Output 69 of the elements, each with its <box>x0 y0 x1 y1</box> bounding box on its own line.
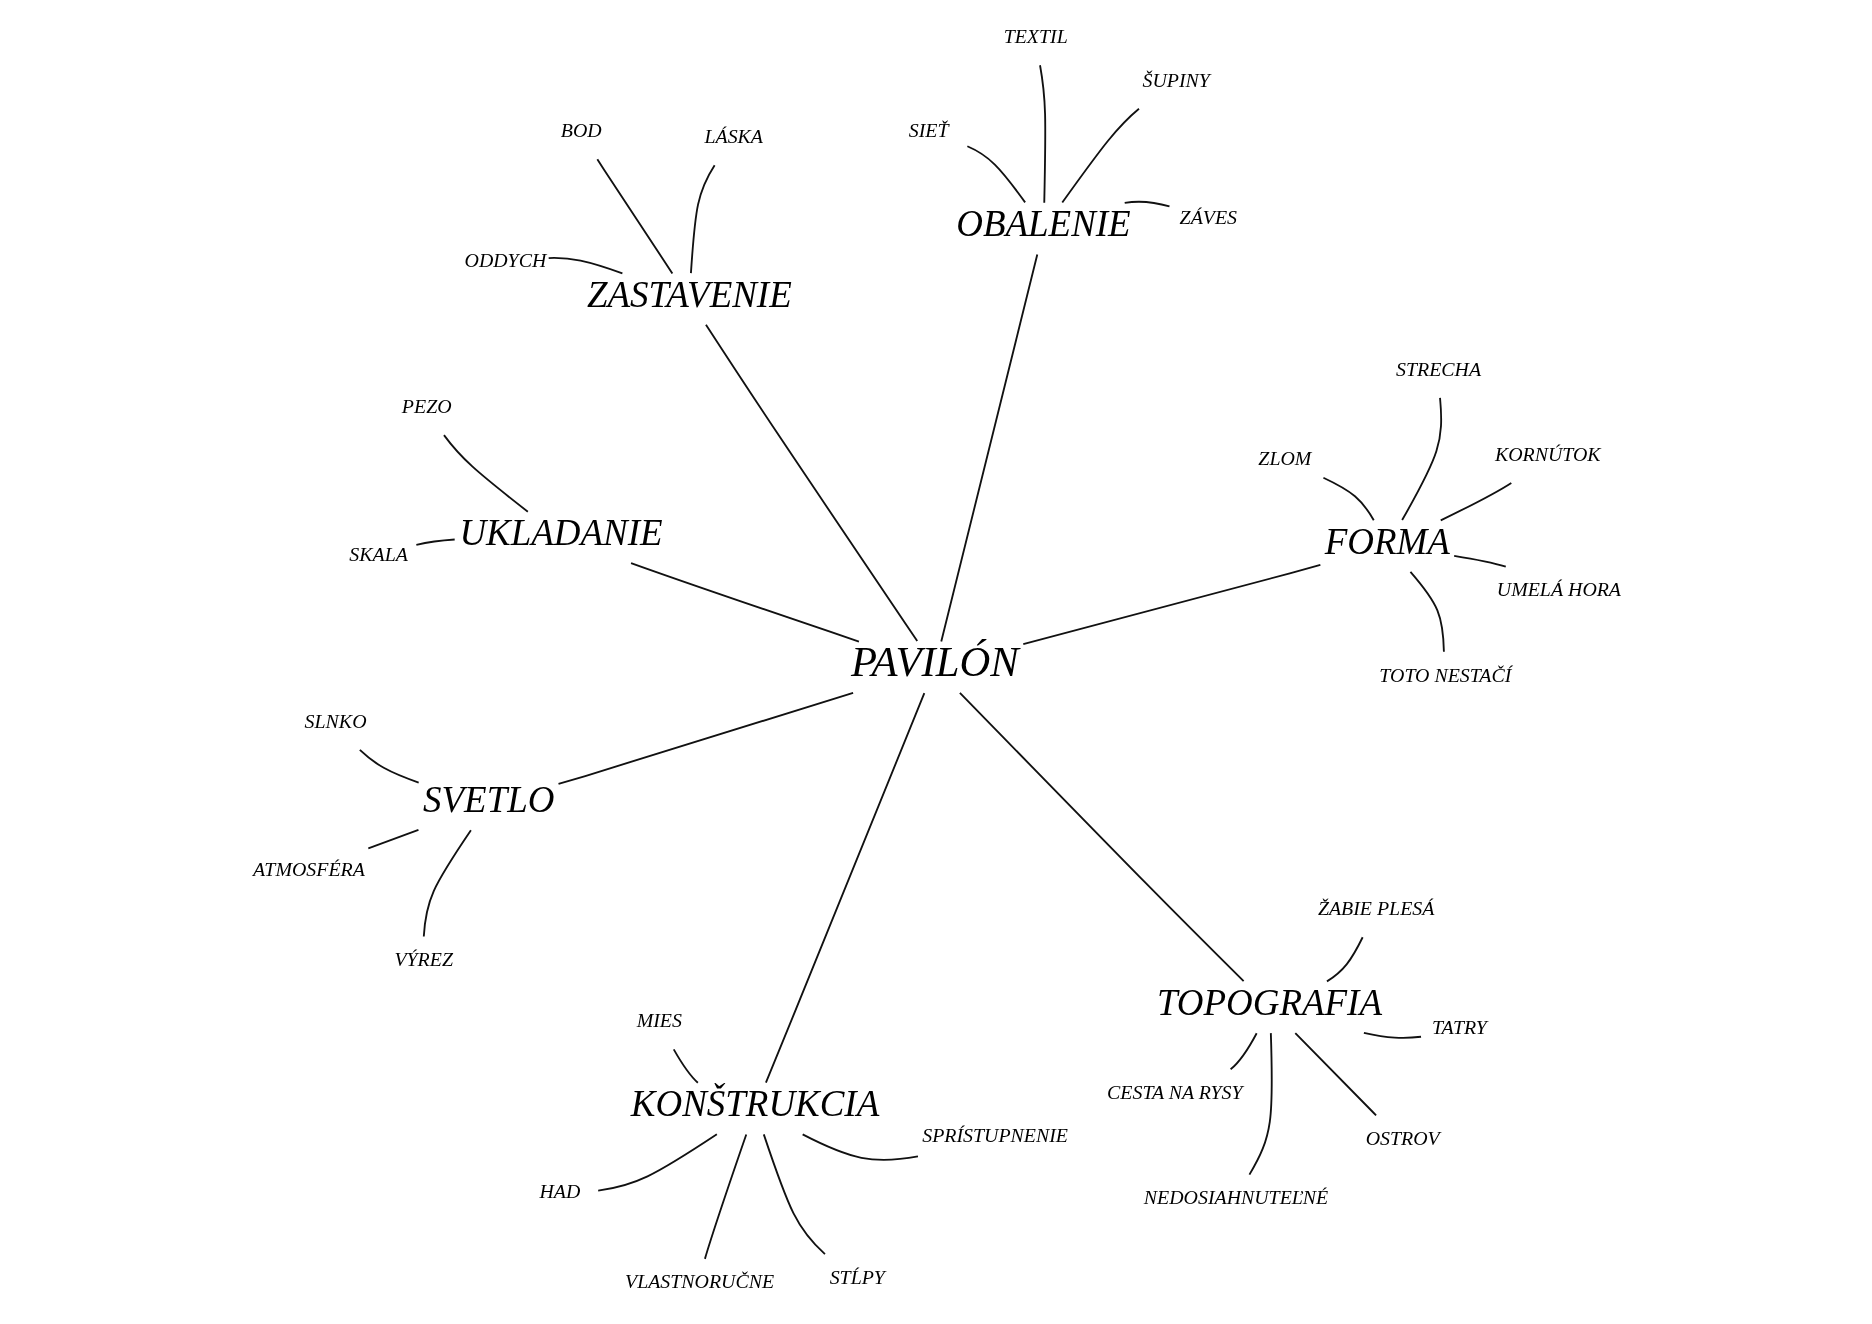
node-text: SLNKO <box>304 709 367 732</box>
node-text: KORNÚTOK <box>1494 443 1601 466</box>
connector <box>940 253 1039 643</box>
node-text: ZÁVES <box>1179 205 1238 228</box>
node-text: SIEŤ <box>908 119 949 142</box>
node-text: TOPOGRAFIA <box>1156 981 1382 1023</box>
node-text: PEZO <box>401 394 452 417</box>
connector <box>801 1133 919 1161</box>
connector <box>1362 1031 1422 1039</box>
node-text: ZLOM <box>1258 446 1312 469</box>
connector <box>630 562 860 643</box>
node-text: SVETLO <box>423 779 555 821</box>
connector <box>1409 570 1445 653</box>
connector <box>1439 481 1513 522</box>
connector <box>705 323 919 642</box>
connector <box>704 1133 748 1260</box>
connector <box>1401 396 1443 521</box>
node-text: HAD <box>539 1179 581 1202</box>
node-text: ŽABIE PLESÁ <box>1317 897 1435 920</box>
connector <box>1123 200 1171 208</box>
node-text: TEXTIL <box>1003 25 1068 48</box>
node-text: STRECHA <box>1396 357 1482 380</box>
node-text: OSTROV <box>1365 1127 1440 1150</box>
connector <box>443 434 529 513</box>
node-text: KONŠTRUKCIA <box>630 1083 880 1125</box>
node-text: STĹPY <box>829 1265 885 1288</box>
connector <box>1294 1032 1377 1117</box>
node-text: TATRY <box>1432 1015 1487 1038</box>
node-text: ŠUPINY <box>1142 68 1210 91</box>
node-text: OBALENIE <box>956 203 1131 245</box>
node-text: LÁSKA <box>704 125 763 148</box>
connector <box>557 691 855 785</box>
node-text: BOD <box>560 119 602 142</box>
connector <box>422 829 472 938</box>
connector <box>1248 1032 1273 1176</box>
node-text: NEDOSIAHNUTEĽNÉ <box>1143 1186 1329 1209</box>
connector <box>1453 554 1507 568</box>
connector <box>367 829 420 850</box>
node-text: TOTO NESTAČÍ <box>1379 663 1512 686</box>
node-text: CESTA NA RYSY <box>1107 1080 1243 1103</box>
connector <box>690 164 716 275</box>
connector <box>966 145 1027 204</box>
connector <box>597 1133 718 1192</box>
connector <box>415 538 456 546</box>
node-text: UMELÁ HORA <box>1496 578 1622 601</box>
connector <box>358 749 420 784</box>
connector <box>958 691 1245 983</box>
node-text: ODDYCH <box>464 249 547 272</box>
connector <box>547 257 624 275</box>
connector <box>1322 476 1375 522</box>
connector <box>1022 563 1322 645</box>
node-text: SKALA <box>349 542 408 565</box>
node-text: VÝREZ <box>394 948 453 971</box>
node-text: ATMOSFÉRA <box>252 858 365 881</box>
node-text: SPRÍSTUPNENIE <box>922 1124 1068 1147</box>
node-text: VLASTNORUČNE <box>625 1270 775 1293</box>
node-text: MIES <box>636 1009 682 1032</box>
node-text: PAVILÓN <box>851 638 1019 686</box>
connector <box>1229 1032 1258 1071</box>
connector <box>1061 107 1140 204</box>
node-text: FORMA <box>1324 520 1450 562</box>
connector <box>1326 936 1364 983</box>
connector <box>765 692 926 1084</box>
connector <box>1039 64 1047 204</box>
node-text: UKLADANIE <box>459 512 663 554</box>
node-text: ZASTAVENIE <box>586 273 792 315</box>
connector <box>672 1048 699 1084</box>
connector <box>762 1133 826 1256</box>
connector <box>596 158 674 275</box>
